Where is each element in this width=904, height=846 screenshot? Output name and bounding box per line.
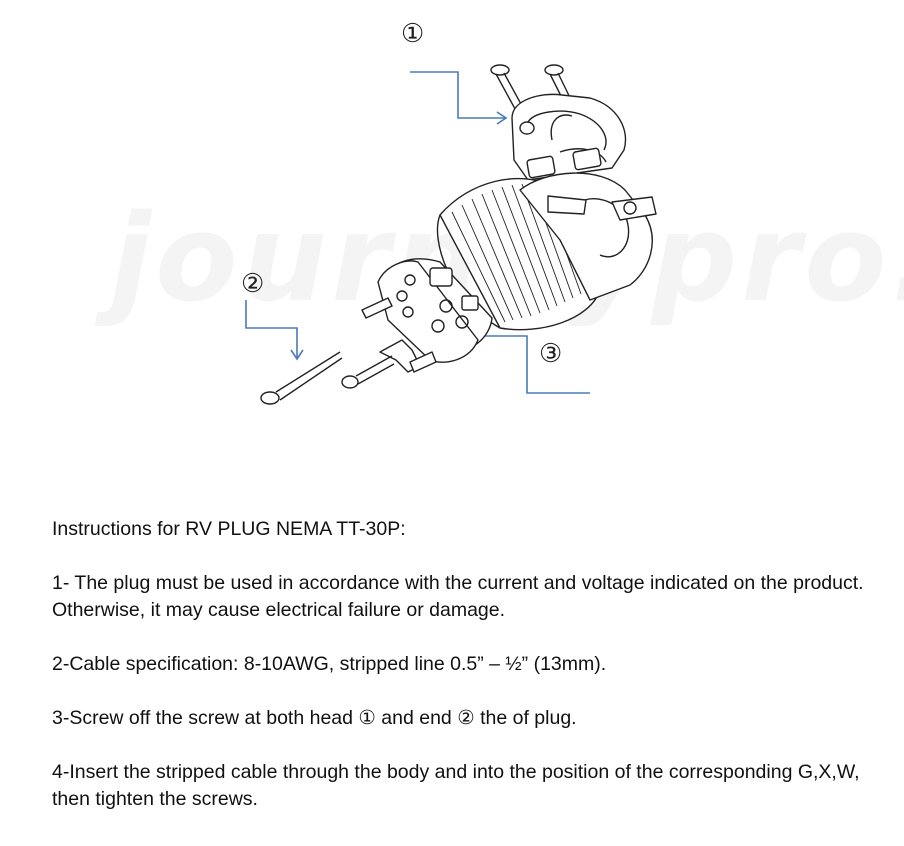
- instruction-step-1: 1- The plug must be used in accordance w…: [52, 572, 864, 621]
- front-face: [377, 258, 493, 363]
- callout-2-label: ②: [241, 269, 264, 299]
- rear-collar: [519, 172, 657, 301]
- callout-2-arrowhead: [290, 349, 304, 361]
- callout-1-label: ①: [401, 19, 424, 49]
- instruction-step-4: 4-Insert the stripped cable through the …: [52, 761, 860, 810]
- plug-lineart: [260, 64, 657, 405]
- instruction-step-3: 3-Screw off the screw at both head ① and…: [52, 707, 577, 729]
- callout-arrows: [245, 71, 590, 394]
- plug-prongs: [361, 297, 437, 373]
- instructions: Instructions for RV PLUG NEMA TT-30P: 1-…: [52, 516, 882, 840]
- callout-1-arrowhead: [496, 111, 508, 125]
- callout-2-arrow: [245, 300, 298, 358]
- end-screws: [260, 351, 395, 405]
- instructions-heading: Instructions for RV PLUG NEMA TT-30P:: [52, 518, 406, 540]
- cable-clamp: [511, 93, 627, 181]
- callout-3-arrow: [468, 335, 590, 394]
- instruction-step-2: 2-Cable specification: 8-10AWG, stripped…: [52, 653, 607, 675]
- callout-3-label: ③: [539, 339, 562, 369]
- callout-1-arrow: [410, 71, 505, 119]
- assembly-diagram: journeypro.pro ① ② ③: [94, 19, 904, 405]
